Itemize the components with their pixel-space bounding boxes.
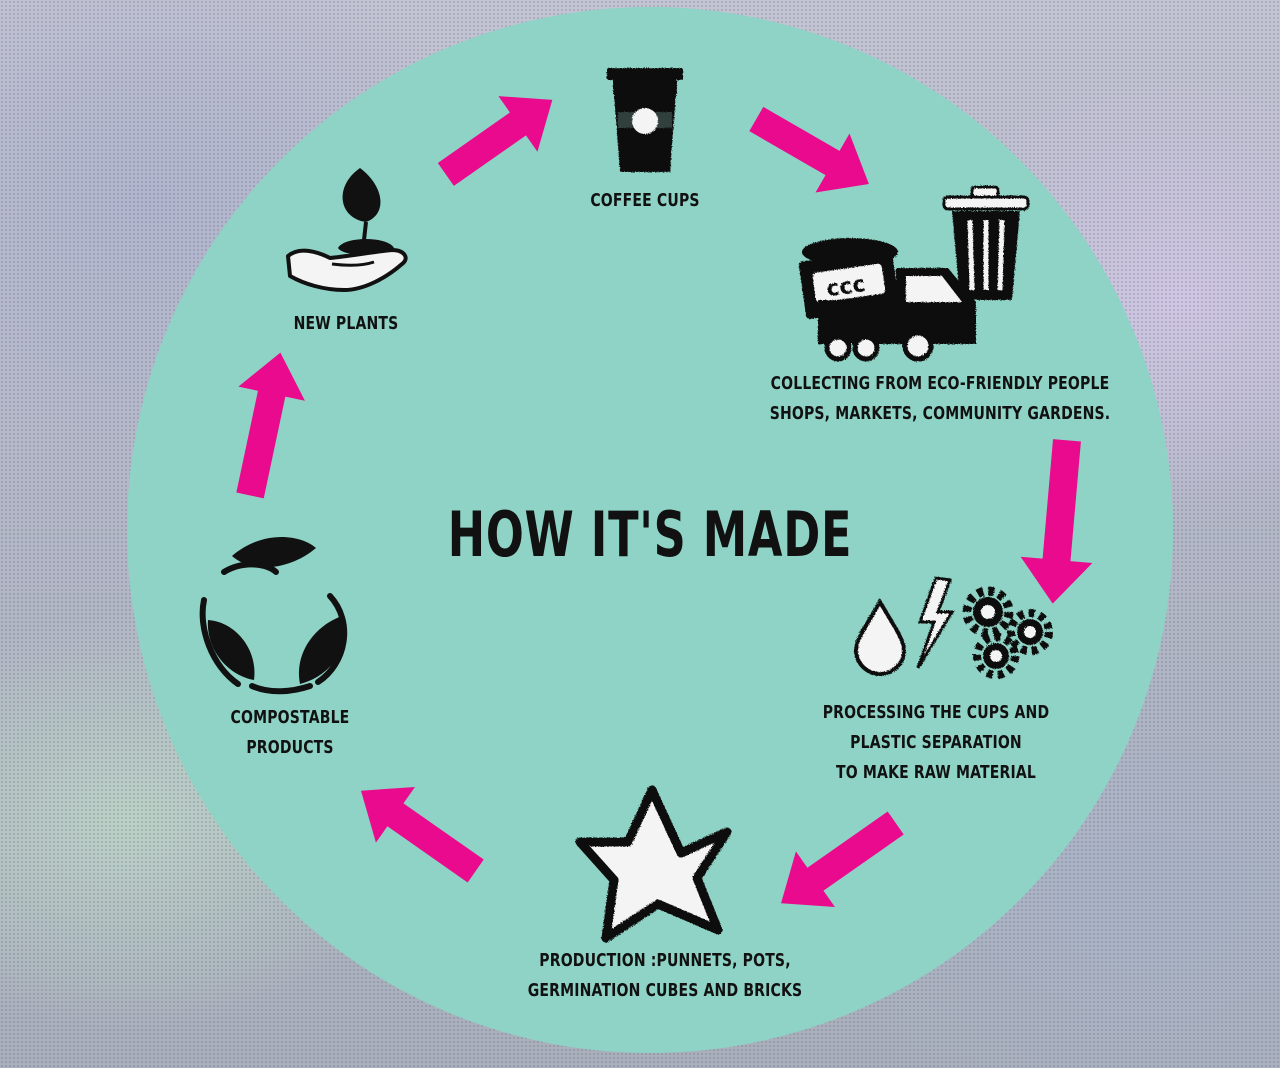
gear-icon xyxy=(973,633,1019,679)
label-production: PRODUCTION :PUNNETS, POTS, GERMINATION C… xyxy=(501,946,829,1006)
arrow-compostable-to-newplants xyxy=(236,352,305,499)
label-line: PROCESSING THE CUPS AND xyxy=(822,702,1050,723)
label-line: SHOPS, MARKETS, COMMUNITY GARDENS. xyxy=(769,403,1111,424)
label-line: TO MAKE RAW MATERIAL xyxy=(836,762,1036,783)
label-line: NEW PLANTS xyxy=(293,313,399,334)
label-line: PLASTIC SEPARATION xyxy=(850,732,1022,753)
label-line: COMPOSTABLE xyxy=(230,707,350,728)
water-energy-gears-icon xyxy=(853,576,1053,679)
label-processing: PROCESSING THE CUPS AND PLASTIC SEPARATI… xyxy=(819,698,1053,788)
label-line: PRODUCTION :PUNNETS, POTS, xyxy=(539,950,791,971)
label-coffee-cups: COFFEE CUPS xyxy=(567,186,723,216)
label-new-plants: NEW PLANTS xyxy=(268,309,424,339)
hand-sprout-icon xyxy=(286,168,408,292)
gear-icon xyxy=(1007,609,1053,655)
arrow-collecting-to-processing xyxy=(1020,439,1093,604)
arrow-processing-to-production xyxy=(781,811,904,908)
gear-icon xyxy=(962,586,1014,638)
label-line: COLLECTING FROM ECO-FRIENDLY PEOPLE xyxy=(770,373,1110,394)
cycle-arrows xyxy=(236,96,1093,908)
label-line: COFFEE CUPS xyxy=(590,190,700,211)
diagram-title: HOW IT'S MADE xyxy=(447,498,853,571)
svg-text:ccc: ccc xyxy=(825,272,867,302)
label-compostable: COMPOSTABLE PRODUCTS xyxy=(212,703,368,763)
label-collecting: COLLECTING FROM ECO-FRIENDLY PEOPLE SHOP… xyxy=(757,369,1124,429)
recycle-leaves-icon xyxy=(199,536,348,695)
garbage-truck-icon: ccc xyxy=(798,185,1030,362)
star-icon xyxy=(575,785,732,943)
arrow-production-to-compostable xyxy=(361,786,484,883)
label-line: PRODUCTS xyxy=(246,737,334,758)
arrow-cups-to-collecting xyxy=(749,106,869,193)
arrow-newplants-to-cups xyxy=(437,96,553,186)
label-line: GERMINATION CUBES AND BRICKS xyxy=(527,980,803,1001)
coffee-cup-icon xyxy=(607,68,683,172)
